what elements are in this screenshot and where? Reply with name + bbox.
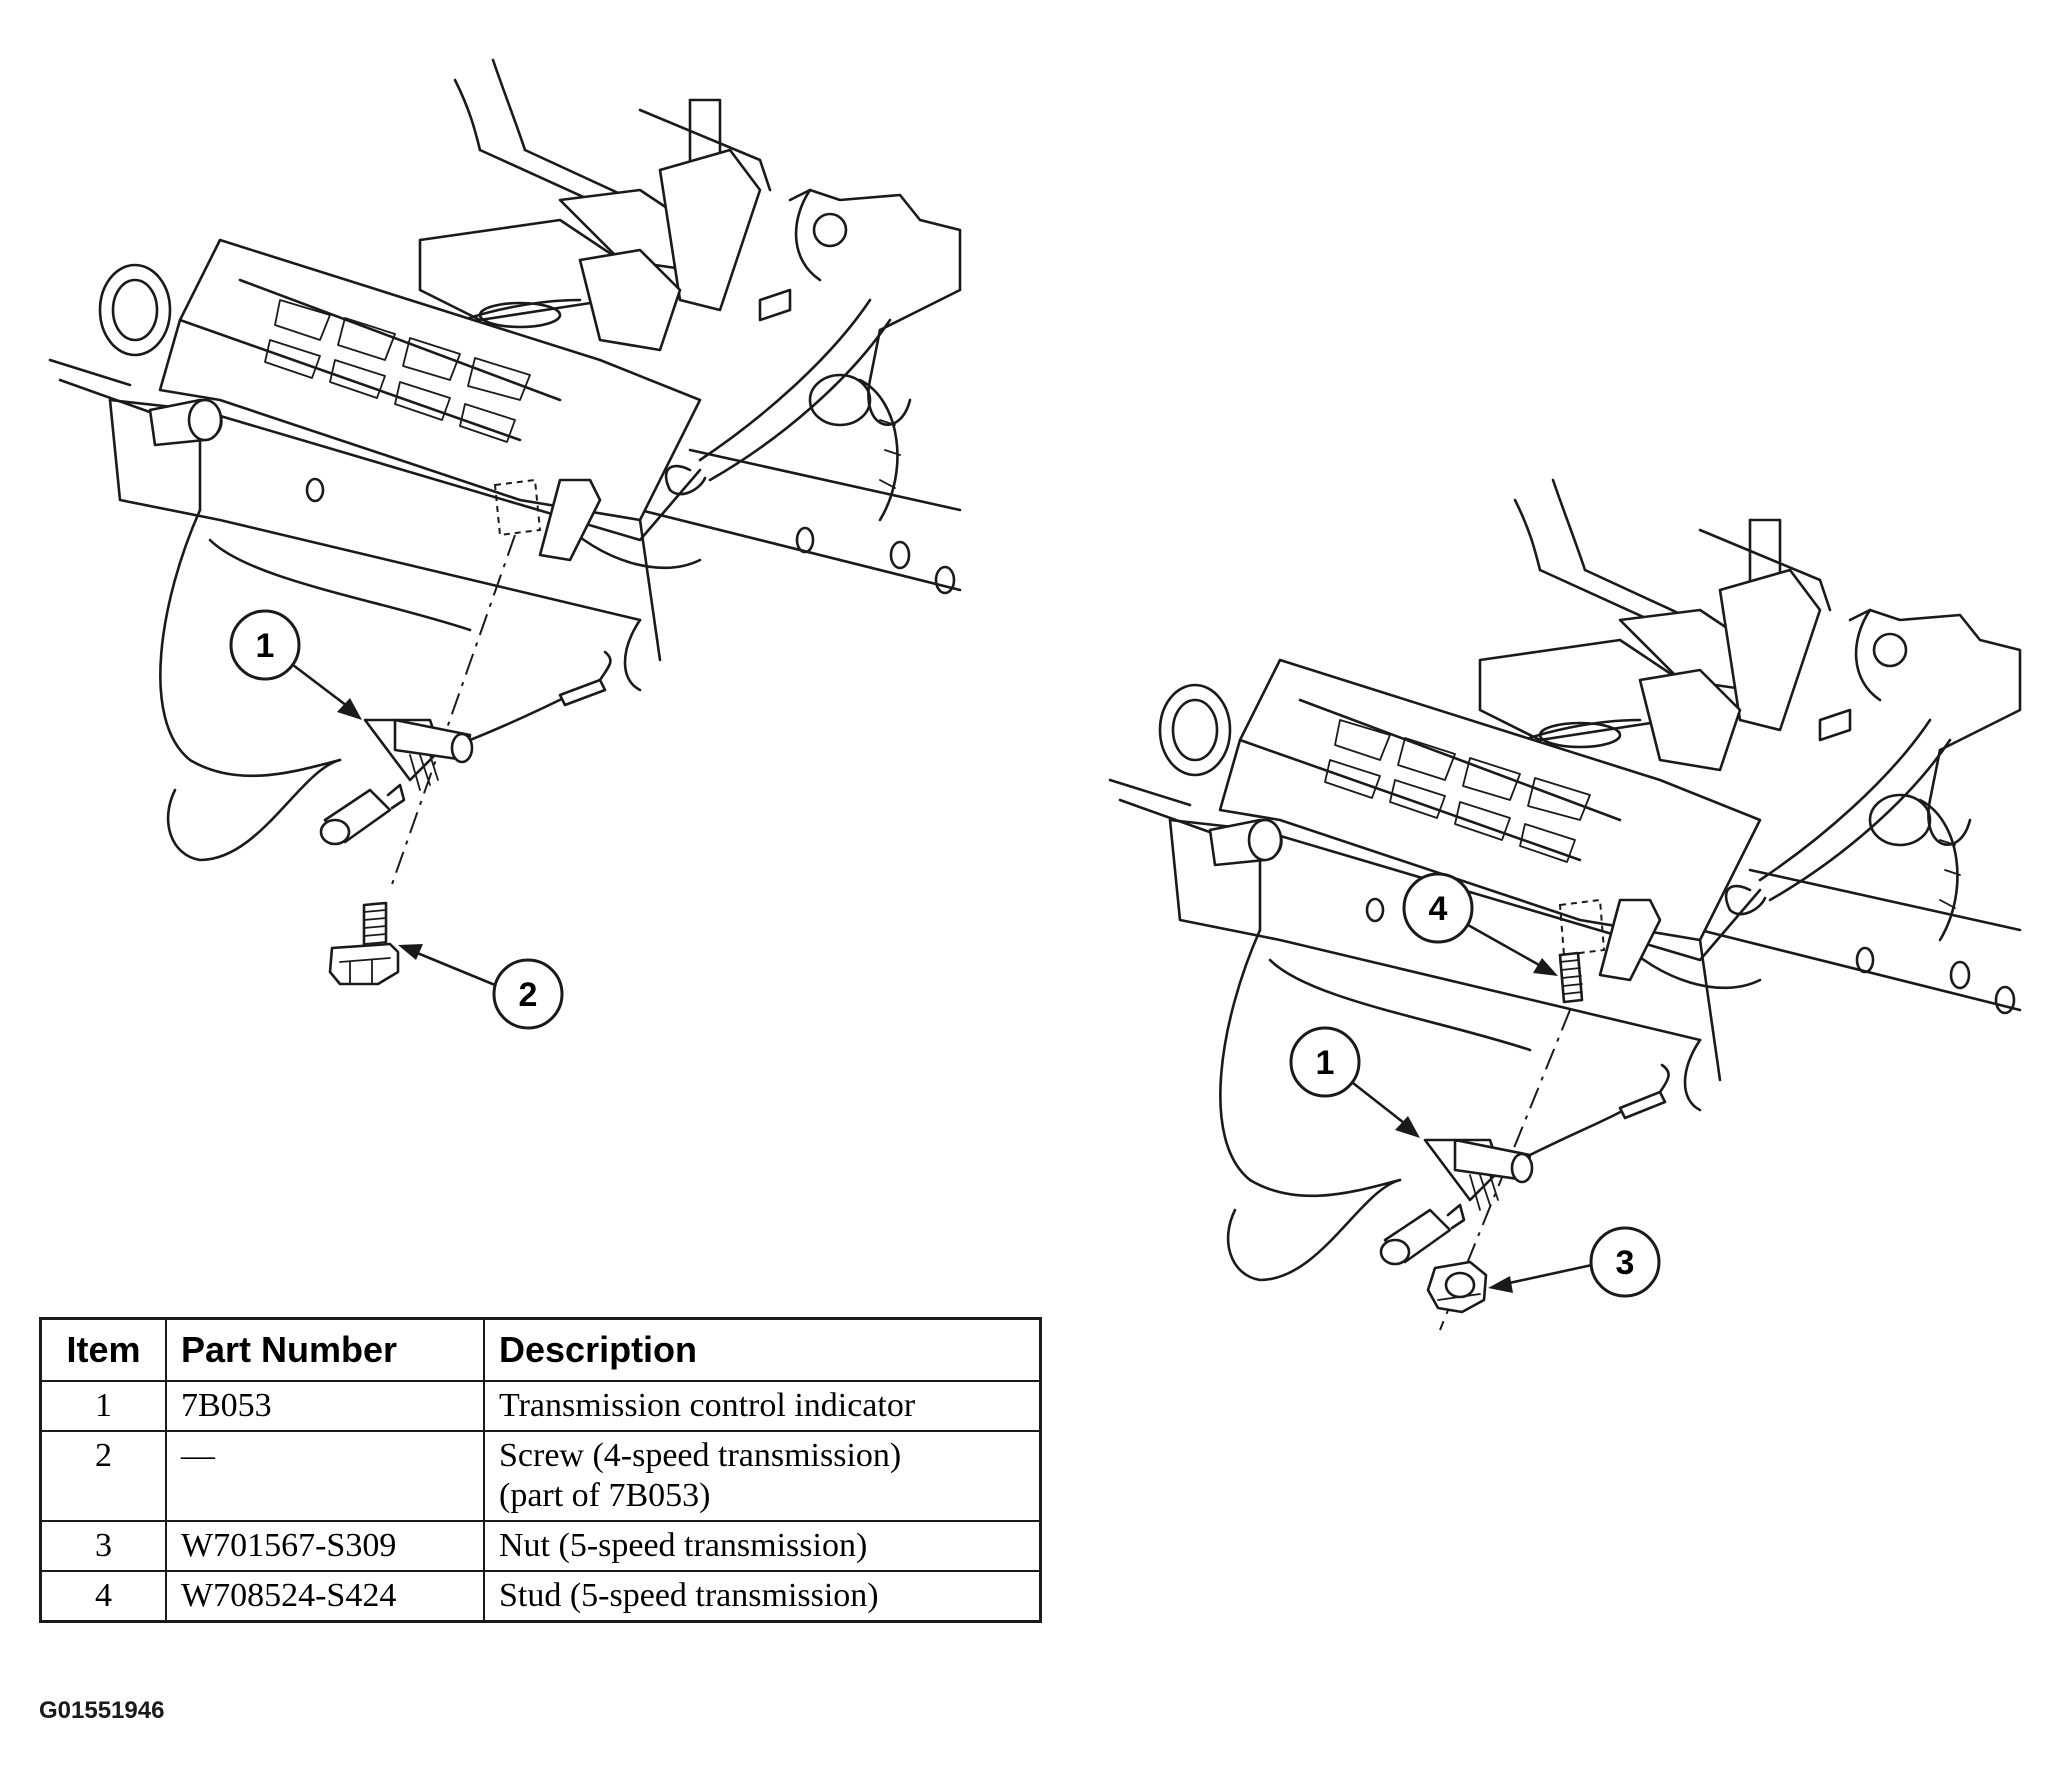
callout-right-4-number: 4 <box>1429 890 1448 928</box>
callout-left-2: 2 <box>398 944 564 1030</box>
callout-left-2-number: 2 <box>519 976 538 1014</box>
table-header-row: Item Part Number Description <box>39 1317 1042 1382</box>
callout-right-3-number: 3 <box>1616 1244 1635 1282</box>
parts-table: Item Part Number Description 1 7B053 Tra… <box>39 1317 1042 1623</box>
description-line: Screw (4-speed transmission) <box>499 1437 902 1474</box>
description-line: Stud (5-speed transmission) <box>499 1577 879 1614</box>
callout-right-3: 3 <box>1488 1226 1661 1298</box>
table-row: 3 W701567-S309 Nut (5-speed transmission… <box>39 1520 1042 1572</box>
callout-right-1: 1 <box>1289 1026 1420 1138</box>
column-header-description: Description <box>483 1317 1042 1382</box>
callout-right-1-number: 1 <box>1316 1044 1335 1082</box>
table-row: 1 7B053 Transmission control indicator <box>39 1380 1042 1432</box>
cell-item: 2 <box>39 1430 167 1522</box>
callout-right-4: 4 <box>1402 872 1558 976</box>
cell-description: Stud (5-speed transmission) <box>483 1570 1042 1623</box>
cell-part-number: — <box>165 1430 485 1522</box>
callout-left-1: 1 <box>229 609 362 720</box>
cell-part-number: 7B053 <box>165 1380 485 1432</box>
cell-description: Screw (4-speed transmission) (part of 7B… <box>483 1430 1042 1522</box>
cell-part-number: W701567-S309 <box>165 1520 485 1572</box>
callout-left-1-number: 1 <box>256 627 275 665</box>
cell-item: 4 <box>39 1570 167 1623</box>
cell-description: Transmission control indicator <box>483 1380 1042 1432</box>
cell-item: 1 <box>39 1380 167 1432</box>
cell-description: Nut (5-speed transmission) <box>483 1520 1042 1572</box>
left-assembly-illustration <box>48 58 962 986</box>
description-line: (part of 7B053) <box>499 1477 711 1514</box>
description-line: Transmission control indicator <box>499 1387 916 1424</box>
table-row: 2 — Screw (4-speed transmission) (part o… <box>39 1430 1042 1522</box>
cell-part-number: W708524-S424 <box>165 1570 485 1623</box>
column-header-part-number: Part Number <box>165 1317 485 1382</box>
right-assembly-illustration <box>1108 478 2022 1331</box>
cell-item: 3 <box>39 1520 167 1572</box>
table-row: 4 W708524-S424 Stud (5-speed transmissio… <box>39 1570 1042 1623</box>
description-line: Nut (5-speed transmission) <box>499 1527 868 1564</box>
column-header-item: Item <box>39 1317 167 1382</box>
figure-code: G01551946 <box>39 1697 165 1724</box>
